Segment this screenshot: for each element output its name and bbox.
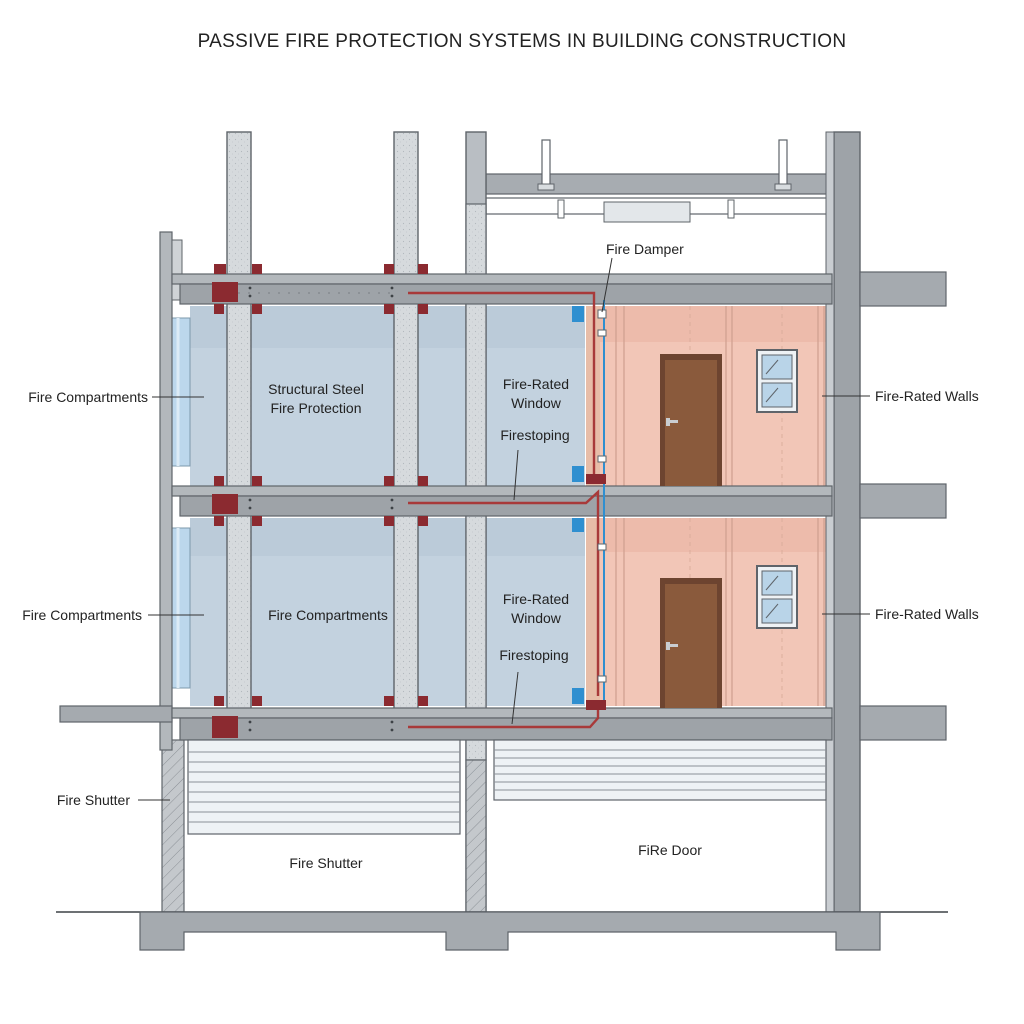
concrete-columns	[159, 131, 861, 913]
label-fire-compartments-left-lower: Fire Compartments	[22, 607, 142, 623]
fire-door-upper	[660, 354, 722, 486]
label-fire-rated-window-upper-line1: Fire-Rated	[503, 376, 569, 392]
label-fire-rated-walls-lower: Fire-Rated Walls	[875, 606, 979, 622]
label-structural-steel-line1: Structural Steel	[268, 381, 364, 397]
diagram-title: PASSIVE FIRE PROTECTION SYSTEMS IN BUILD…	[198, 31, 847, 52]
fire-door-lower	[660, 578, 722, 708]
label-fire-damper: Fire Damper	[606, 241, 684, 257]
label-fire-shutter-bottom: Fire Shutter	[289, 855, 362, 871]
foundation	[56, 911, 948, 951]
label-firestoping-lower: Firestoping	[499, 647, 568, 663]
column-right	[833, 131, 861, 913]
diagram-labels: Fire Damper Fire Compartments Fire Compa…	[22, 241, 979, 871]
label-firestoping-upper: Firestoping	[500, 427, 569, 443]
fire-shutter-right	[493, 739, 827, 801]
label-fire-rated-window-lower-line2: Window	[511, 610, 562, 626]
label-fire-compartments-center: Fire Compartments	[268, 607, 388, 623]
label-structural-steel-line2: Fire Protection	[270, 400, 361, 416]
label-fire-compartments-left-upper: Fire Compartments	[28, 389, 148, 405]
wall-left-mullion	[159, 231, 173, 751]
roof-structure	[485, 139, 833, 223]
fire-shutter-left	[187, 739, 461, 835]
fire-rated-window-lower-glazing	[756, 565, 798, 629]
steel-fire-protection-plates	[212, 264, 428, 738]
fire-rated-window-upper-glazing	[756, 349, 798, 413]
beam-bolts	[248, 286, 394, 732]
label-fire-rated-window-upper-line2: Window	[511, 395, 562, 411]
column-middle	[393, 131, 419, 735]
label-fire-rated-walls-upper: Fire-Rated Walls	[875, 388, 979, 404]
wall-left-lower	[161, 739, 185, 913]
label-fire-shutter-left: Fire Shutter	[57, 792, 130, 808]
label-fire-rated-window-lower-line1: Fire-Rated	[503, 591, 569, 607]
leader-lines	[138, 257, 870, 801]
fire-damper-duct	[572, 300, 607, 710]
column-left	[226, 131, 252, 735]
label-fire-door: FiRe Door	[638, 842, 702, 858]
